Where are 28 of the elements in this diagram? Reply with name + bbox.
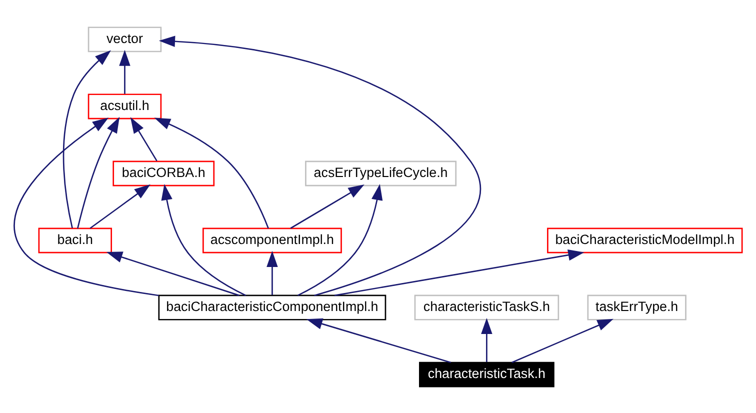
node-box: acsErrTypeLifeCycle.h bbox=[305, 160, 457, 186]
node-box: characteristicTask.h bbox=[419, 361, 554, 387]
node-box: baciCharacteristicComponentImpl.h bbox=[158, 294, 386, 320]
arrow bbox=[334, 249, 584, 296]
node-box: baciCharacteristicModelImpl.h bbox=[547, 227, 743, 253]
arrow bbox=[154, 117, 269, 228]
arrow bbox=[306, 318, 451, 363]
arrow bbox=[62, 50, 111, 228]
arrow bbox=[161, 183, 246, 296]
arrow bbox=[14, 117, 159, 296]
arrow bbox=[290, 184, 364, 228]
arrow bbox=[77, 116, 120, 228]
arrow bbox=[266, 250, 278, 294]
arrow bbox=[512, 318, 614, 363]
node-box: baci.h bbox=[38, 227, 112, 253]
arrow bbox=[297, 183, 383, 296]
arrow bbox=[481, 317, 492, 362]
node-box: acscomponentImpl.h bbox=[202, 227, 342, 253]
arrow bbox=[158, 35, 481, 296]
arrow bbox=[130, 116, 158, 161]
node-box: acsutil.h bbox=[88, 93, 162, 119]
node-box: baciCORBA.h bbox=[112, 160, 215, 186]
node-box: taskErrType.h bbox=[587, 294, 686, 320]
arrow bbox=[90, 184, 150, 228]
node-box: vector bbox=[88, 26, 162, 52]
arrow bbox=[106, 251, 240, 296]
arrow bbox=[119, 49, 130, 94]
node-box: characteristicTaskS.h bbox=[414, 294, 560, 320]
